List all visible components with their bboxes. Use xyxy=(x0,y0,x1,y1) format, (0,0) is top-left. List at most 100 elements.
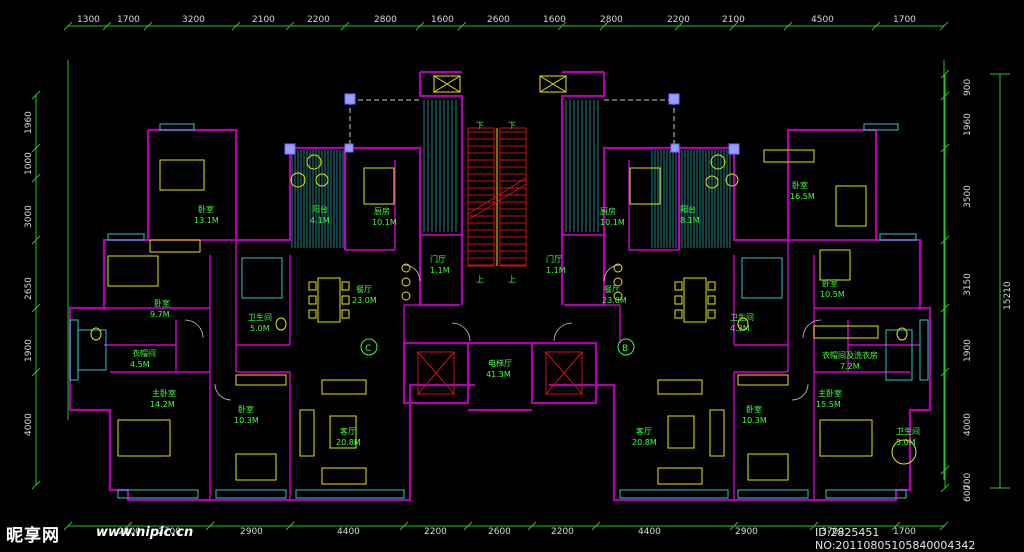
corridor-outline xyxy=(349,99,675,150)
dim-bottom: 2900 xyxy=(735,527,758,537)
dimension-tick xyxy=(231,21,241,31)
room-name: 卧室 xyxy=(154,298,170,308)
dim-left: 1960 xyxy=(24,111,34,134)
room-name: 卧室 xyxy=(746,404,762,414)
room-name: 客厅 xyxy=(340,426,356,436)
room-area: 23.0M xyxy=(602,296,627,305)
dim-left: 1000 xyxy=(24,152,34,175)
room-name: 客厅 xyxy=(636,426,652,436)
room-name: 门厅 xyxy=(546,254,562,264)
dim-overall: 15210 xyxy=(1003,281,1013,310)
dimension-tick xyxy=(31,143,41,153)
room-name: 主卧室 xyxy=(152,388,176,398)
dimension-tick xyxy=(940,367,950,377)
dimension-tick xyxy=(939,21,949,31)
furniture xyxy=(107,149,879,485)
dining-chair xyxy=(341,281,350,291)
dim-right: 3150 xyxy=(963,273,973,296)
dim-top: 1600 xyxy=(543,15,566,25)
dim-bottom: 2600 xyxy=(488,527,511,537)
stairwell xyxy=(467,127,527,267)
dim-top: 2200 xyxy=(307,15,330,25)
dimension-tick xyxy=(939,521,949,531)
dimension-tick xyxy=(415,21,425,31)
dimension-tick xyxy=(557,21,567,31)
dim-left: 4000 xyxy=(24,413,34,436)
room-area: 5.0M xyxy=(250,324,270,333)
room-name: 卫生间 xyxy=(248,312,272,322)
dimension-tick xyxy=(729,521,739,531)
unit-marker-c: C xyxy=(365,344,371,354)
dim-bottom: 1700 xyxy=(893,527,916,537)
dining-chair xyxy=(308,295,317,305)
room-area: 10.1M xyxy=(372,218,397,227)
dimension-tick xyxy=(63,521,73,531)
dimension-tick xyxy=(891,521,901,531)
room-area: 23.0M xyxy=(352,296,377,305)
dimension-tick xyxy=(940,465,950,475)
room-area: 1.1M xyxy=(546,266,566,275)
dim-top: 2600 xyxy=(487,15,510,25)
dimension-tick xyxy=(591,521,601,531)
room-name: 餐厅 xyxy=(356,285,372,294)
room-name: 卧室 xyxy=(822,278,838,288)
stair-mark: 下 xyxy=(476,121,484,130)
dim-bottom: 2900 xyxy=(240,527,263,537)
dimension-tick xyxy=(285,521,295,531)
dimension-tick xyxy=(63,21,73,31)
dimension-tick xyxy=(809,521,819,531)
bathroom-fixtures xyxy=(77,257,917,465)
room-area: 14.2M xyxy=(150,400,175,409)
dimension-ticks-bottom xyxy=(63,521,949,531)
room-name: 阳台 xyxy=(680,204,696,214)
dimension-tick xyxy=(674,21,684,31)
dim-top: 2100 xyxy=(252,15,275,25)
watermark-id: ID:2825451 NO:20110805105840004342 xyxy=(815,526,976,552)
dim-top: 2200 xyxy=(667,15,690,25)
dining-chair xyxy=(707,295,716,305)
room-area: 9.7M xyxy=(150,310,170,319)
dim-bottom: 2700 xyxy=(158,527,181,537)
dim-bottom: 4400 xyxy=(638,527,661,537)
dimension-tick xyxy=(205,521,215,531)
dimension-tick xyxy=(940,483,950,493)
stair-marks: 下 下 上 上 xyxy=(476,121,516,284)
dim-right: 900 xyxy=(963,79,973,96)
dimension-ticks-right xyxy=(940,69,950,493)
dimension-ticks-left xyxy=(31,90,41,490)
dim-bottom: 2200 xyxy=(551,527,574,537)
dimension-tick xyxy=(31,173,41,183)
dimension-tick xyxy=(31,303,41,313)
dimension-tick xyxy=(31,367,41,377)
room-name: 厨房 xyxy=(374,206,390,216)
dimension-tick xyxy=(123,521,133,531)
exterior-walls xyxy=(68,70,932,502)
dimension-tick xyxy=(940,143,950,153)
room-area: 7.2M xyxy=(840,362,860,371)
dim-right: 1960 xyxy=(963,113,973,136)
room-name: 餐厅 xyxy=(604,285,620,294)
room-name: 电梯厅 xyxy=(488,358,512,368)
dim-top: 1300 xyxy=(77,15,100,25)
dim-bottom: 2200 xyxy=(424,527,447,537)
room-area: 4.5M xyxy=(130,360,150,369)
dimension-tick xyxy=(31,480,41,490)
room-name: 卧室 xyxy=(792,180,808,190)
dim-left: 2650 xyxy=(24,277,34,300)
columns xyxy=(284,93,740,155)
room-area: 20.8M xyxy=(336,438,361,447)
room-area: 1.1M xyxy=(430,266,450,275)
room-name: 阳台 xyxy=(312,204,328,214)
watermark-logo: 昵享网 xyxy=(6,526,60,546)
room-area: 41.3M xyxy=(486,370,511,379)
room-area: 16.5M xyxy=(790,192,815,201)
dimension-tick xyxy=(940,303,950,313)
dim-top: 2800 xyxy=(600,15,623,25)
dim-right: 1900 xyxy=(963,339,973,362)
dim-top: 4500 xyxy=(811,15,834,25)
dimension-tick xyxy=(729,21,739,31)
elevators xyxy=(417,75,583,395)
room-area: 10.3M xyxy=(742,416,767,425)
dim-top: 2100 xyxy=(722,15,745,25)
